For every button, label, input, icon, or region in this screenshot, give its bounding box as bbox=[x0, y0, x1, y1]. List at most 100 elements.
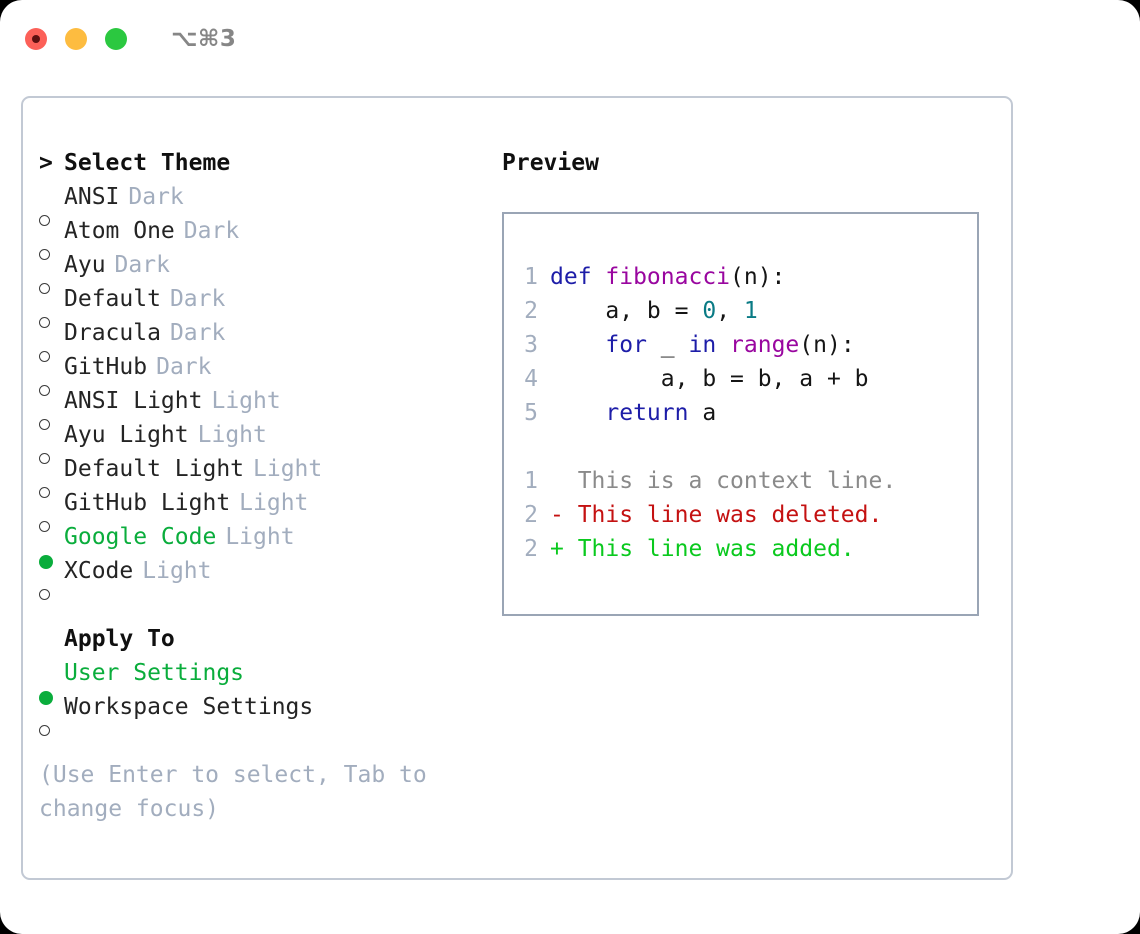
line-number: 5 bbox=[524, 400, 538, 426]
theme-variant-tag: Dark bbox=[128, 184, 184, 210]
option-label: ANSI Light bbox=[64, 388, 203, 414]
line-number: 2 bbox=[524, 298, 538, 324]
theme-option-atom-one[interactable]: Atom One Dark bbox=[39, 214, 469, 260]
diff-text: - This line was deleted. bbox=[550, 502, 883, 528]
preview-heading: Preview bbox=[502, 150, 599, 176]
diff-line: 2 - This line was deleted. bbox=[504, 498, 977, 532]
select-theme-title: Select Theme bbox=[64, 150, 231, 176]
theme-variant-tag: Dark bbox=[114, 252, 170, 278]
option-label: Default Light bbox=[64, 456, 245, 482]
apply-to-option-user-settings[interactable]: User Settings bbox=[39, 656, 469, 705]
close-icon bbox=[32, 35, 40, 43]
radio-ring bbox=[39, 249, 50, 260]
theme-variant-tag: Dark bbox=[183, 218, 240, 244]
code-token: in bbox=[688, 332, 717, 358]
code-text: for _ in range(n): bbox=[550, 328, 855, 362]
theme-option-ansi[interactable]: ANSI Dark bbox=[39, 180, 469, 226]
code-text: def fibonacci(n): bbox=[550, 260, 785, 294]
diff-sample: 1 This is a context line. 2 - This line wa… bbox=[504, 464, 977, 566]
code-text: return a bbox=[550, 396, 716, 430]
keyboard-hint-text: (Use Enter to select, Tab to change focu… bbox=[39, 762, 427, 822]
radio-ring bbox=[39, 521, 50, 532]
option-label: Google Code bbox=[64, 524, 217, 550]
code-token: range bbox=[730, 332, 800, 358]
code-token: , bbox=[716, 298, 744, 324]
line-number: 1 bbox=[524, 264, 538, 290]
code-token: 1 bbox=[743, 298, 758, 324]
line-number: 2 bbox=[524, 502, 538, 528]
code-token: 0 bbox=[702, 298, 717, 324]
apply-to-heading: Apply To bbox=[64, 626, 175, 652]
option-label: ANSI bbox=[64, 184, 120, 210]
theme-option-ansi-light[interactable]: ANSI Light Light bbox=[39, 384, 469, 430]
line-number: 4 bbox=[524, 366, 538, 392]
theme-variant-tag: Light bbox=[253, 456, 323, 482]
minimize-window-button[interactable] bbox=[65, 28, 87, 50]
theme-variant-tag: Dark bbox=[156, 354, 212, 380]
code-token: for bbox=[605, 332, 647, 358]
option-label: XCode bbox=[64, 558, 134, 584]
code-diff-spacer bbox=[504, 430, 977, 464]
theme-option-ayu-light[interactable]: Ayu Light Light bbox=[39, 418, 469, 464]
code-line: 3 for _ in range(n): bbox=[504, 328, 977, 362]
option-label: Ayu Light bbox=[64, 422, 189, 448]
diff-text: This is a context line. bbox=[550, 468, 897, 494]
theme-option-default-light[interactable]: Default Light Light bbox=[39, 452, 469, 498]
close-window-button[interactable] bbox=[25, 28, 47, 50]
option-label: User Settings bbox=[64, 660, 245, 686]
code-token bbox=[550, 400, 605, 426]
code-token: (n): bbox=[799, 332, 855, 358]
theme-variant-tag: Light bbox=[211, 388, 281, 414]
code-token: return bbox=[605, 400, 689, 426]
option-label: GitHub Light bbox=[64, 490, 231, 516]
apply-to-option-workspace-settings[interactable]: Workspace Settings bbox=[39, 690, 469, 736]
radio-ring bbox=[39, 385, 50, 396]
theme-variant-tag: Light bbox=[142, 558, 212, 584]
code-line: 1 def fibonacci(n): bbox=[504, 260, 977, 294]
radio-ring bbox=[39, 283, 50, 294]
theme-variant-tag: Light bbox=[225, 524, 295, 550]
radio-ring bbox=[39, 317, 50, 328]
code-token: _ bbox=[646, 332, 689, 358]
select-theme-heading: > Select Theme bbox=[39, 146, 469, 180]
line-number: 3 bbox=[524, 332, 538, 358]
theme-option-xcode[interactable]: XCode Light bbox=[39, 554, 469, 600]
option-label: Atom One bbox=[64, 218, 175, 244]
code-token bbox=[716, 332, 730, 358]
window-titlebar: ⌥⌘3 bbox=[0, 0, 1140, 78]
code-line: 2 a, b = 0, 1 bbox=[504, 294, 977, 328]
maximize-window-button[interactable] bbox=[105, 28, 127, 50]
code-token: def bbox=[550, 264, 606, 290]
radio-ring bbox=[39, 351, 50, 362]
radio-ring bbox=[39, 725, 50, 736]
radio-dot bbox=[39, 691, 53, 705]
theme-option-google-code[interactable]: Google Code Light bbox=[39, 520, 469, 569]
code-line: 5 return a bbox=[504, 396, 977, 430]
code-token: fibonacci bbox=[605, 264, 731, 290]
theme-variant-tag: Light bbox=[197, 422, 267, 448]
radio-ring bbox=[39, 589, 50, 600]
diff-line: 1 This is a context line. bbox=[504, 464, 977, 498]
diff-line: 2+ This line was added. bbox=[504, 532, 977, 566]
theme-variant-tag: Dark bbox=[169, 286, 226, 312]
code-token: a, b = bbox=[550, 298, 703, 324]
line-number: 2 bbox=[524, 536, 538, 562]
code-token: (n): bbox=[730, 264, 786, 290]
code-token: a, b = b, a + b bbox=[550, 366, 869, 392]
code-token bbox=[550, 332, 605, 358]
option-label: Dracula bbox=[64, 320, 161, 346]
code-token: a bbox=[688, 400, 717, 426]
code-line: 4 a, b = b, a + b bbox=[504, 362, 977, 396]
